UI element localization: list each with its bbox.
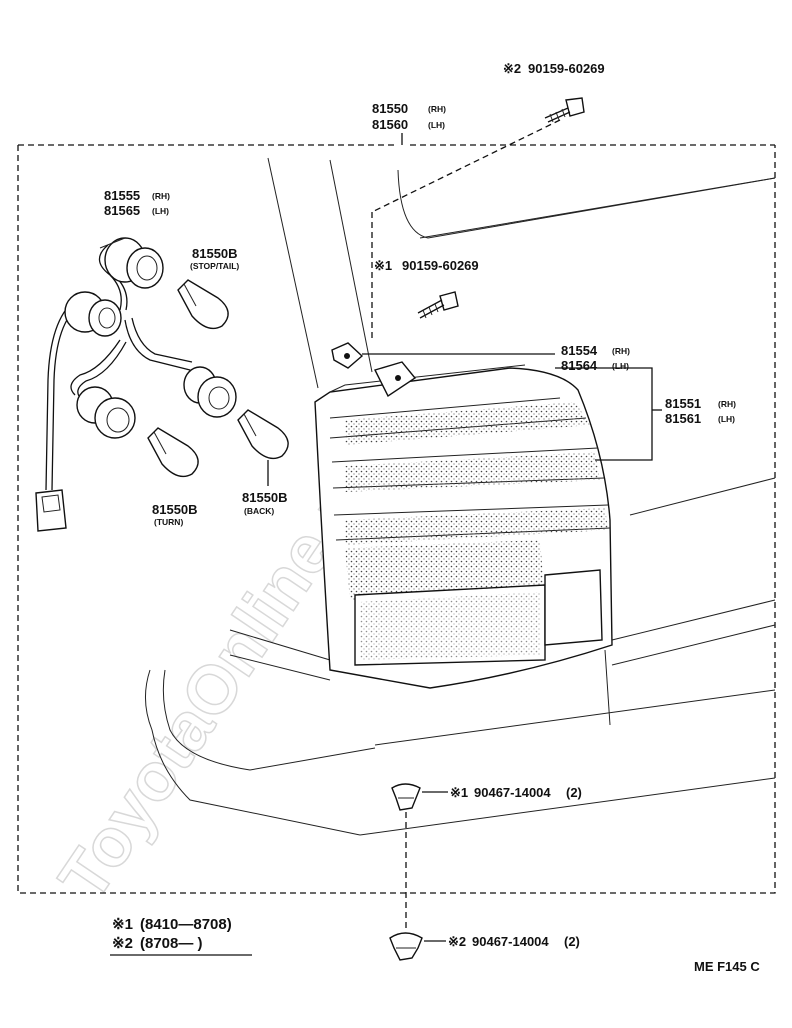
svg-text:(8410—8708): (8410—8708) bbox=[140, 916, 232, 933]
bulb-stop-label: 81550B (STOP/TAIL) bbox=[190, 246, 239, 271]
bulb-turn-label: 81550B (TURN) bbox=[152, 502, 198, 527]
tail-socket bbox=[99, 237, 164, 289]
svg-text:81560: 81560 bbox=[372, 117, 408, 132]
clip-upper bbox=[391, 783, 448, 811]
svg-text:(RH): (RH) bbox=[612, 346, 630, 356]
svg-text:81561: 81561 bbox=[665, 411, 701, 426]
date-range-legend: ※1 (8410—8708) ※2 (8708— ) bbox=[110, 916, 252, 956]
assembly-boundary bbox=[17, 133, 776, 894]
svg-text:※2: ※2 bbox=[112, 935, 133, 952]
tail-lamp-lens bbox=[314, 361, 613, 689]
svg-text:※1: ※1 bbox=[374, 258, 392, 273]
svg-text:90467-14004: 90467-14004 bbox=[472, 934, 549, 949]
bulb-back bbox=[237, 409, 289, 486]
stop-tail-socket bbox=[64, 291, 122, 337]
svg-text:81564: 81564 bbox=[561, 358, 598, 373]
svg-text:90467-14004: 90467-14004 bbox=[474, 785, 551, 800]
svg-text:※1: ※1 bbox=[112, 916, 133, 933]
svg-text:(RH): (RH) bbox=[718, 399, 736, 409]
bulb-back-label: 81550B (BACK) bbox=[242, 490, 288, 516]
svg-text:※2: ※2 bbox=[503, 61, 521, 76]
svg-text:81550B: 81550B bbox=[242, 490, 288, 505]
svg-text:81551: 81551 bbox=[665, 396, 701, 411]
assembly-label: 81550 (RH) 81560 (LH) bbox=[372, 101, 446, 132]
screw-top bbox=[371, 97, 585, 213]
vehicle-body-outline bbox=[145, 157, 776, 836]
svg-text:※2: ※2 bbox=[448, 934, 466, 949]
wiring-harness bbox=[35, 244, 193, 532]
svg-text:81555: 81555 bbox=[104, 188, 140, 203]
svg-text:(RH): (RH) bbox=[152, 191, 170, 201]
svg-text:※1: ※1 bbox=[450, 785, 468, 800]
svg-text:(RH): (RH) bbox=[428, 104, 446, 114]
svg-text:(LH): (LH) bbox=[152, 206, 169, 216]
diagram-code: ME F145 C bbox=[694, 959, 760, 974]
tail-socket-label: 81555 (RH) 81565 (LH) bbox=[104, 188, 170, 218]
svg-text:90159-60269: 90159-60269 bbox=[402, 258, 479, 273]
bulb-stop-tail bbox=[177, 279, 229, 330]
screw-mid-label: ※1 90159-60269 bbox=[374, 258, 479, 273]
back-socket bbox=[183, 366, 237, 418]
screw-top-label: ※2 90159-60269 bbox=[503, 61, 605, 76]
gasket-label: 81554 (RH) 81564 (LH) bbox=[561, 343, 630, 373]
svg-text:(BACK): (BACK) bbox=[244, 506, 274, 516]
svg-text:81550B: 81550B bbox=[192, 246, 238, 261]
clip-1-label: ※1 90467-14004 (2) bbox=[450, 785, 582, 800]
lens-leader bbox=[555, 367, 662, 461]
screw-mid bbox=[371, 212, 459, 340]
svg-text:81550: 81550 bbox=[372, 101, 408, 116]
svg-text:81550B: 81550B bbox=[152, 502, 198, 517]
svg-text:(LH): (LH) bbox=[612, 361, 629, 371]
svg-text:(LH): (LH) bbox=[428, 120, 445, 130]
svg-text:(LH): (LH) bbox=[718, 414, 735, 424]
turn-socket bbox=[76, 386, 136, 439]
bulb-turn bbox=[147, 427, 199, 478]
svg-text:81554: 81554 bbox=[561, 343, 598, 358]
svg-text:(2): (2) bbox=[566, 785, 582, 800]
svg-text:(STOP/TAIL): (STOP/TAIL) bbox=[190, 261, 239, 271]
svg-text:81565: 81565 bbox=[104, 203, 140, 218]
svg-text:(TURN): (TURN) bbox=[154, 517, 183, 527]
clip-lower bbox=[389, 932, 446, 961]
svg-text:(2): (2) bbox=[564, 934, 580, 949]
lens-label: 81551 (RH) 81561 (LH) bbox=[665, 396, 736, 426]
gasket-part bbox=[331, 342, 555, 369]
clip-2-label: ※2 90467-14004 (2) bbox=[448, 934, 580, 949]
svg-text:90159-60269: 90159-60269 bbox=[528, 61, 605, 76]
svg-text:(8708— ): (8708— ) bbox=[140, 935, 203, 952]
